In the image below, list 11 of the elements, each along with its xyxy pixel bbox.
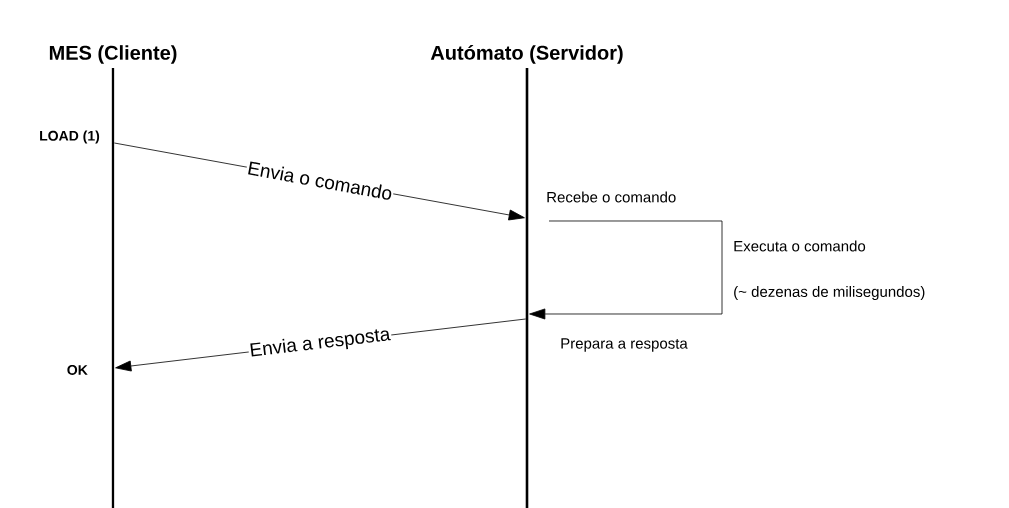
duration-note: (~ dezenas de milisegundos) <box>734 286 925 300</box>
participant-label: Autómato (Servidor) <box>430 45 623 64</box>
step-note: Recebe o comando <box>547 191 676 203</box>
message-name: LOAD (1) <box>40 130 100 144</box>
message-arrow <box>529 220 723 320</box>
message-name: OK <box>67 365 88 375</box>
step-note: Executa o comando <box>734 240 866 252</box>
message-label: Envia o comando <box>245 159 395 202</box>
message-label: Envia a resposta <box>247 325 393 362</box>
step-note: Prepara a resposta <box>561 338 688 352</box>
participant-label: MES (Cliente) <box>49 45 177 64</box>
